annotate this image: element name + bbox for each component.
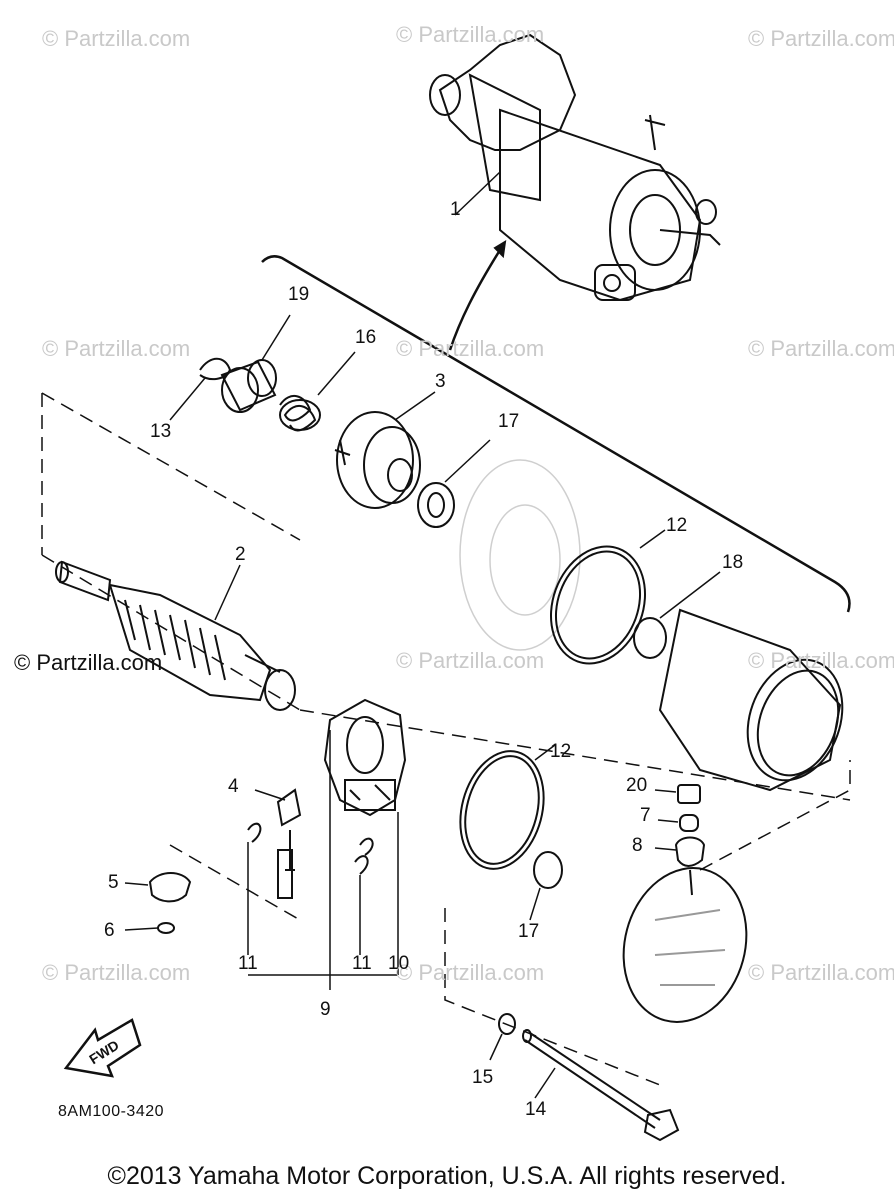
callout-16: 16 (355, 327, 377, 348)
leader-12-lower (534, 744, 556, 761)
callout-13: 13 (150, 421, 172, 442)
pinion-gear-3 (334, 411, 421, 509)
through-bolt-14 (522, 1029, 680, 1142)
watermark: © Partzilla.com (748, 648, 894, 673)
callout-17-lower: 17 (518, 921, 540, 942)
clip-13 (199, 357, 232, 381)
callout-14: 14 (525, 1099, 547, 1120)
copyright-notice: ©2013 Yamaha Motor Corporation, U.S.A. A… (107, 1162, 787, 1190)
washer-8 (674, 836, 706, 867)
leader-5 (124, 882, 149, 886)
callout-3: 3 (435, 371, 446, 392)
callout-18: 18 (722, 552, 744, 573)
callout-19: 19 (288, 284, 310, 305)
bracket-line (261, 255, 851, 613)
callout-11a: 11 (238, 953, 258, 974)
o-ring-12-lower (459, 750, 545, 870)
watermark: © Partzilla.com (396, 648, 545, 673)
starter-motor-assembly (429, 33, 721, 302)
dashed-outline-lower (169, 760, 851, 1086)
leader-1 (454, 171, 501, 216)
spring-11a (247, 822, 262, 843)
cap-5 (148, 872, 192, 903)
leader-6 (124, 927, 159, 931)
washer-15 (498, 1013, 516, 1035)
leader-18 (659, 571, 721, 619)
watermark: © Partzilla.com (396, 960, 545, 985)
washer-17-lower (533, 851, 563, 889)
leader-19 (261, 314, 291, 361)
dashed-outline-top (41, 392, 301, 541)
watermark-featured: © Partzilla.com (14, 650, 163, 675)
assembly-arrow (448, 249, 502, 351)
callout-4: 4 (228, 776, 239, 797)
spring-16 (279, 395, 321, 432)
callout-8: 8 (632, 835, 643, 856)
leader-9 (248, 730, 399, 990)
callout-11b: 11 (352, 953, 372, 974)
dashed-outline (41, 393, 851, 801)
callout-2: 2 (235, 544, 246, 565)
watermark: © Partzilla.com (748, 336, 894, 361)
leader-15 (489, 1033, 503, 1061)
leader-16 (317, 351, 356, 396)
leader-13 (169, 377, 206, 421)
leader-2 (214, 564, 241, 621)
housing-sketch (459, 459, 581, 651)
o-ring-12-upper (549, 545, 647, 665)
leader-12-upper (639, 529, 666, 549)
watermark: © Partzilla.com (396, 336, 545, 361)
watermark: © Partzilla.com (42, 26, 191, 51)
washer-6 (157, 922, 175, 934)
diagram-code: 8AM100-3420 (58, 1103, 165, 1120)
leader-17-lower (529, 887, 541, 921)
callout-7: 7 (640, 805, 651, 826)
watermark: © Partzilla.com (396, 22, 545, 47)
leader-3 (394, 391, 436, 421)
watermark: © Partzilla.com (42, 336, 191, 361)
fwd-arrow-icon (63, 1018, 142, 1078)
washer-17-upper (417, 482, 455, 528)
assembly-arrow-head (493, 240, 507, 259)
leader-17-upper (444, 439, 491, 483)
callout-12-lower: 12 (550, 741, 572, 762)
nut-7 (679, 814, 699, 832)
watermark: © Partzilla.com (748, 960, 894, 985)
callout-12-upper: 12 (666, 515, 688, 536)
callout-20: 20 (626, 775, 648, 796)
callout-5: 5 (108, 872, 119, 893)
callout-10: 10 (388, 953, 410, 974)
nut-20 (677, 784, 701, 804)
armature-2 (55, 560, 296, 711)
spring-11b (354, 855, 369, 875)
callout-15: 15 (472, 1067, 494, 1088)
callout-6: 6 (104, 920, 115, 941)
callout-17-upper: 17 (498, 411, 520, 432)
leader-14 (534, 1067, 556, 1099)
brush-4 (276, 788, 302, 899)
watermark: © Partzilla.com (748, 26, 894, 51)
leader-4 (254, 789, 286, 801)
washer-18 (633, 617, 667, 659)
brush-holder-plate (323, 698, 407, 856)
rear-cover (622, 867, 748, 1023)
callout-1: 1 (450, 199, 461, 220)
watermark: © Partzilla.com (42, 960, 191, 985)
yoke-housing (658, 608, 844, 792)
callout-9: 9 (320, 999, 331, 1020)
